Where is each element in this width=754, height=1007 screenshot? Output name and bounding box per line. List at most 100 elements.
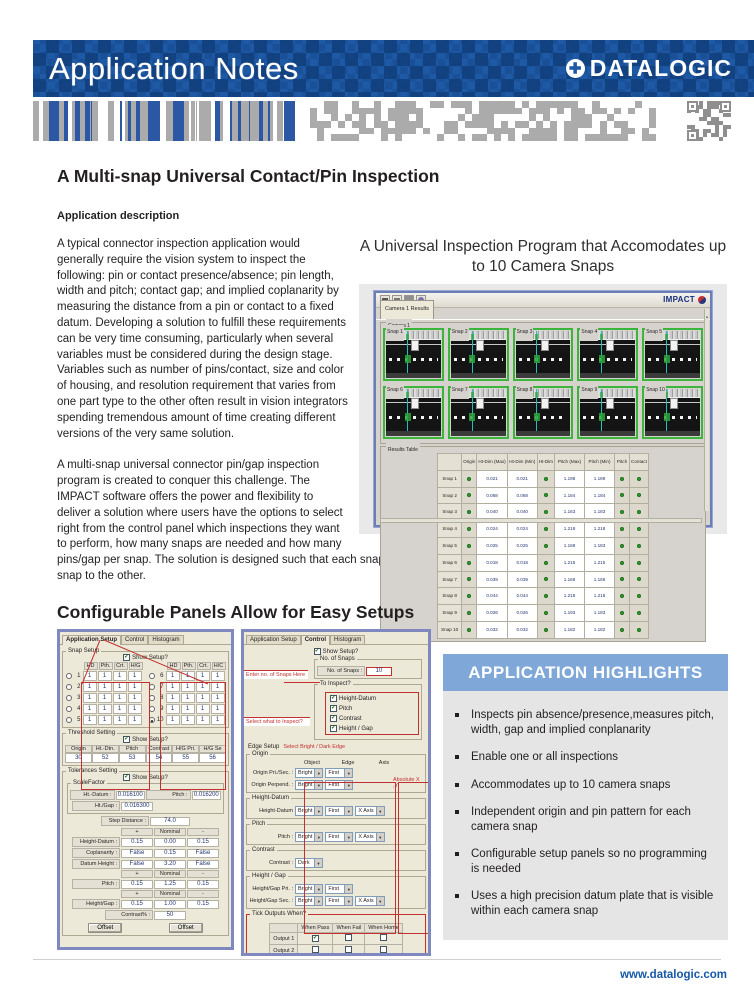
snap-radio-5[interactable] bbox=[65, 717, 72, 723]
inspect-checkbox-height-gap[interactable]: ✓Height / Gap bbox=[330, 725, 373, 732]
snap-grid-cell[interactable]: 1 bbox=[112, 715, 127, 725]
tick-checkbox[interactable] bbox=[345, 946, 353, 953]
left-tab-histogram[interactable]: Histogram bbox=[148, 635, 184, 644]
scalefactor-field-value[interactable]: 0.016200 bbox=[191, 790, 221, 800]
tab-camera1-results[interactable]: Camera 1 Results bbox=[380, 300, 435, 319]
control-show-checkbox[interactable]: ✓Show Setup? bbox=[313, 648, 359, 655]
tolerance-value-field[interactable]: 0.15 bbox=[121, 879, 153, 889]
snap-grid-cell[interactable]: 1 bbox=[97, 715, 112, 725]
snap-grid-cell[interactable]: 1 bbox=[112, 704, 127, 714]
snap-radio-1[interactable] bbox=[65, 673, 72, 679]
snap-grid-cell[interactable]: 1 bbox=[82, 693, 97, 703]
origin-edge-dropdown[interactable]: First▼ bbox=[325, 768, 354, 778]
snap-radio-7[interactable] bbox=[148, 684, 155, 690]
tolerance-value-field[interactable]: 0.15 bbox=[121, 899, 153, 909]
tolerance-value-field[interactable]: 0.15 bbox=[187, 899, 219, 909]
snap-grid-cell[interactable]: 1 bbox=[82, 671, 97, 681]
edge-dropdown[interactable]: First▼ bbox=[325, 884, 354, 894]
snap-grid-cell[interactable]: 1 bbox=[210, 704, 225, 714]
edge-dropdown[interactable]: First▼ bbox=[325, 896, 354, 906]
snap-setup-show-checkbox[interactable]: ✓Show Setup? bbox=[123, 654, 168, 661]
snap-radio-8[interactable] bbox=[148, 695, 155, 701]
right-tab-histogram[interactable]: Histogram bbox=[330, 635, 366, 644]
axis-dropdown[interactable]: X Axis▼ bbox=[355, 806, 385, 816]
footer-link[interactable]: www.datalogic.com bbox=[620, 969, 727, 981]
snap-grid-cell[interactable]: 1 bbox=[97, 682, 112, 692]
axis-dropdown[interactable]: X Axis▼ bbox=[355, 832, 385, 842]
snap-grid-cell[interactable]: 1 bbox=[195, 693, 210, 703]
inspect-checkbox-pitch[interactable]: ✓Pitch bbox=[330, 705, 352, 712]
tick-checkbox[interactable]: ✓ bbox=[311, 935, 319, 942]
snap-grid-cell[interactable]: 1 bbox=[180, 715, 195, 725]
right-tab-application-setup[interactable]: Application Setup bbox=[246, 635, 301, 644]
snap-radio-6[interactable] bbox=[148, 673, 155, 679]
origin-object-dropdown[interactable]: Bright▼ bbox=[295, 780, 324, 790]
right-tab-control[interactable]: Control bbox=[300, 635, 331, 645]
snap-grid-cell[interactable]: 1 bbox=[82, 682, 97, 692]
snap-grid-cell[interactable]: 1 bbox=[180, 671, 195, 681]
tolerance-value-field[interactable]: 0.15 bbox=[187, 837, 219, 847]
origin-object-dropdown[interactable]: Bright▼ bbox=[295, 768, 324, 778]
left-tab-application-setup[interactable]: Application Setup bbox=[62, 635, 121, 645]
tolerance-value-field[interactable]: 1.25 bbox=[154, 879, 186, 889]
snap-grid-cell[interactable]: 1 bbox=[210, 693, 225, 703]
snap-grid-cell[interactable]: 1 bbox=[165, 671, 180, 681]
inspect-checkbox-contrast[interactable]: ✓Contrast bbox=[330, 715, 362, 722]
tolerance-value-field[interactable]: 0.00 bbox=[154, 837, 186, 847]
object-dropdown[interactable]: Bright▼ bbox=[295, 896, 324, 906]
snap-radio-9[interactable] bbox=[148, 706, 155, 712]
snap-grid-cell[interactable]: 1 bbox=[165, 715, 180, 725]
object-dropdown[interactable]: Bright▼ bbox=[295, 884, 324, 894]
snap-grid-cell[interactable]: 1 bbox=[127, 671, 142, 681]
tick-checkbox[interactable] bbox=[379, 934, 387, 941]
threshold-value-field[interactable]: 54 bbox=[145, 753, 173, 763]
object-dropdown[interactable]: Bright▼ bbox=[295, 832, 324, 842]
scalefactor-field-value[interactable]: 0.016300 bbox=[121, 801, 153, 811]
offset-button-left[interactable]: Offset bbox=[88, 923, 123, 933]
inspect-checkbox-height-datum[interactable]: ✓Height-Datum bbox=[330, 695, 376, 702]
tolerance-value-field[interactable]: 3.20 bbox=[154, 859, 186, 869]
snap-radio-10[interactable] bbox=[148, 717, 155, 723]
snap-grid-cell[interactable]: 1 bbox=[127, 715, 142, 725]
tolerance-value-field[interactable]: 50 bbox=[154, 910, 186, 920]
snap-grid-cell[interactable]: 1 bbox=[112, 682, 127, 692]
edge-dropdown[interactable]: First▼ bbox=[325, 832, 354, 842]
offset-button-right[interactable]: Offset bbox=[168, 923, 203, 933]
vertical-scrollbar[interactable]: ▲ bbox=[704, 309, 709, 511]
snap-grid-cell[interactable]: 1 bbox=[195, 715, 210, 725]
threshold-value-field[interactable]: 56 bbox=[199, 753, 226, 763]
tick-checkbox[interactable] bbox=[379, 946, 387, 953]
tolerance-value-field[interactable]: 1.00 bbox=[154, 899, 186, 909]
snap-grid-cell[interactable]: 1 bbox=[195, 682, 210, 692]
scalefactor-field-value[interactable]: 0.016100 bbox=[115, 790, 145, 800]
object-dropdown[interactable]: Dark▼ bbox=[295, 858, 323, 868]
snap-radio-4[interactable] bbox=[65, 706, 72, 712]
snap-radio-2[interactable] bbox=[65, 684, 72, 690]
snap-radio-3[interactable] bbox=[65, 695, 72, 701]
threshold-show-checkbox[interactable]: ✓Show Setup? bbox=[123, 736, 168, 743]
snap-grid-cell[interactable]: 1 bbox=[82, 704, 97, 714]
snap-grid-cell[interactable]: 1 bbox=[97, 671, 112, 681]
tick-checkbox[interactable] bbox=[345, 934, 353, 941]
snap-grid-cell[interactable]: 1 bbox=[165, 693, 180, 703]
snap-grid-cell[interactable]: 1 bbox=[97, 704, 112, 714]
tolerance-value-field[interactable]: False bbox=[187, 848, 219, 858]
snap-grid-cell[interactable]: 1 bbox=[180, 693, 195, 703]
threshold-value-field[interactable]: 55 bbox=[172, 753, 200, 763]
snap-grid-cell[interactable]: 1 bbox=[97, 693, 112, 703]
snap-grid-cell[interactable]: 1 bbox=[112, 693, 127, 703]
threshold-value-field[interactable]: 53 bbox=[118, 753, 146, 763]
tolerance-value-field[interactable]: 0.15 bbox=[187, 879, 219, 889]
tolerances-show-checkbox[interactable]: ✓Show Setup? bbox=[123, 774, 168, 781]
snap-grid-cell[interactable]: 1 bbox=[82, 715, 97, 725]
origin-edge-dropdown[interactable]: First▼ bbox=[325, 780, 354, 790]
tolerance-value-field[interactable]: 0.15 bbox=[154, 848, 186, 858]
tolerance-value-field[interactable]: False bbox=[187, 859, 219, 869]
snap-grid-cell[interactable]: 1 bbox=[180, 682, 195, 692]
tick-checkbox[interactable] bbox=[311, 946, 319, 953]
snap-grid-cell[interactable]: 1 bbox=[127, 693, 142, 703]
tolerance-value-field[interactable]: False bbox=[121, 859, 153, 869]
no-of-snaps-field[interactable]: 10 bbox=[366, 666, 392, 676]
edge-dropdown[interactable]: First▼ bbox=[325, 806, 354, 816]
object-dropdown[interactable]: Bright▼ bbox=[295, 806, 324, 816]
